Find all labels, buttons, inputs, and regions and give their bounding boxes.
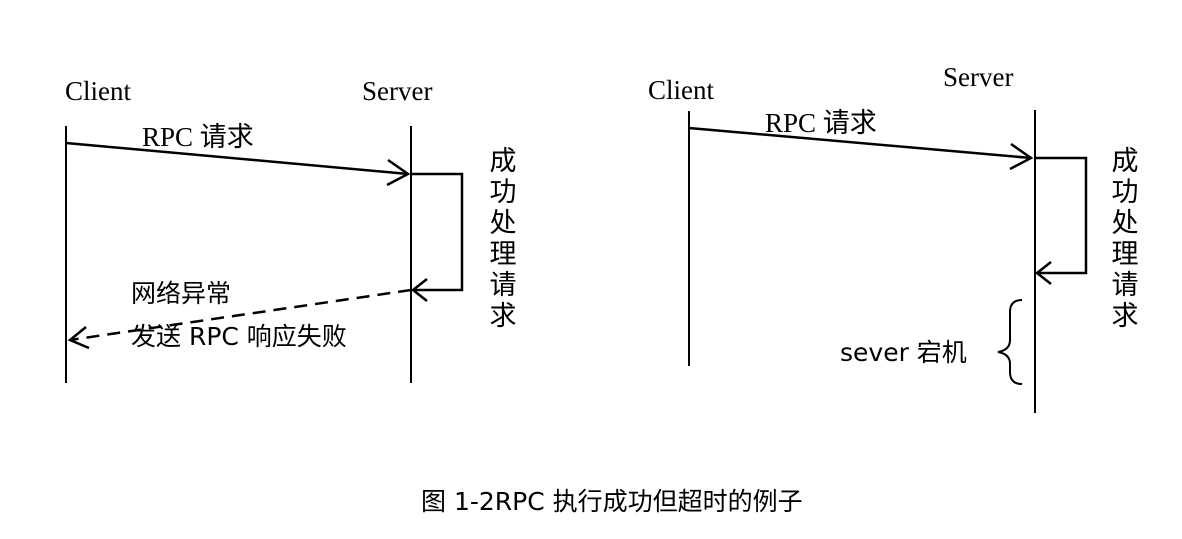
left-client-label: Client xyxy=(65,76,131,106)
left-request-arrowhead xyxy=(386,158,411,187)
right-request-arrowhead xyxy=(1009,142,1034,171)
left-process-label: 成 功 处 理 请 求 xyxy=(490,146,517,332)
right-request-arrow xyxy=(688,126,1032,160)
left-network-error-label: 网络异常 xyxy=(131,279,231,308)
left-response-arrowhead xyxy=(67,326,90,350)
left-process-char: 请 xyxy=(490,270,517,301)
right-process-char: 请 xyxy=(1112,270,1139,301)
left-process-char: 理 xyxy=(490,239,517,270)
right-crash-brace xyxy=(997,299,1023,385)
left-request-label: RPC 请求 xyxy=(142,122,254,152)
left-process-char: 成 xyxy=(490,146,517,177)
left-process-char: 处 xyxy=(490,208,517,239)
left-diagram: Client Server RPC 请求 成 功 处 理 请 求 网络异常 发送… xyxy=(65,76,517,383)
left-server-label: Server xyxy=(362,76,432,106)
left-process-loop xyxy=(411,172,464,292)
right-process-arrowhead xyxy=(1034,261,1052,285)
right-process-label: 成 功 处 理 请 求 xyxy=(1112,146,1139,332)
left-process-char: 求 xyxy=(490,301,517,332)
left-response-dashed-arrow xyxy=(69,288,412,342)
figure-caption: 图 1-2RPC 执行成功但超时的例子 xyxy=(421,487,803,516)
right-diagram: Client Server RPC 请求 成 功 处 理 请 求 sever 宕… xyxy=(648,62,1139,413)
left-process-char: 功 xyxy=(490,177,517,208)
right-process-loop xyxy=(1035,156,1088,275)
right-server-label: Server xyxy=(943,62,1013,92)
right-crash-label: sever 宕机 xyxy=(840,338,967,367)
right-request-label: RPC 请求 xyxy=(765,108,877,138)
right-process-char: 功 xyxy=(1112,177,1139,208)
right-process-char: 成 xyxy=(1112,146,1139,177)
left-response-fail-label: 发送 RPC 响应失败 xyxy=(131,322,347,351)
right-client-label: Client xyxy=(648,75,714,105)
right-process-char: 处 xyxy=(1112,208,1139,239)
right-process-char: 求 xyxy=(1112,301,1139,332)
right-process-char: 理 xyxy=(1112,239,1139,270)
left-request-arrow xyxy=(65,141,409,176)
left-process-arrowhead xyxy=(410,278,428,302)
